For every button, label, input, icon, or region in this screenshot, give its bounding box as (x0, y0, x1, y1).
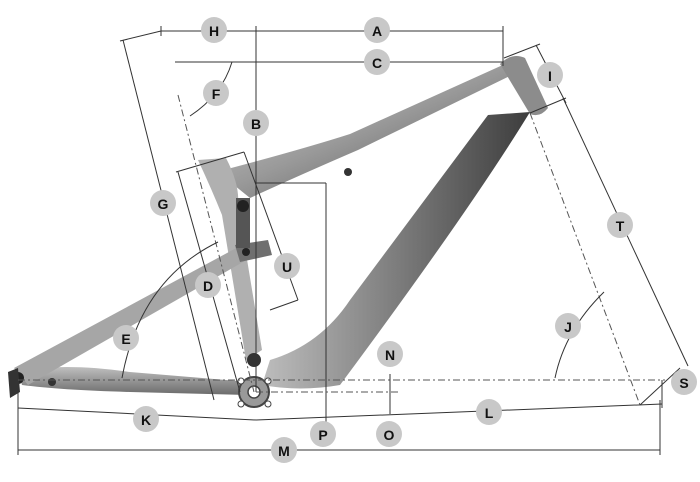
top-tube (203, 64, 514, 198)
chain-stay (18, 367, 250, 395)
badge-d: D (195, 272, 221, 298)
label-i: I (548, 68, 552, 84)
badge-u: U (274, 253, 300, 279)
label-p: P (318, 427, 327, 443)
label-t: T (616, 218, 625, 234)
badge-n: N (377, 341, 403, 367)
label-g: G (158, 196, 169, 212)
label-k: K (141, 412, 151, 428)
label-d: D (203, 278, 213, 294)
main-pivot (247, 353, 261, 367)
badge-b: B (243, 110, 269, 136)
label-o: O (384, 427, 395, 443)
label-a: A (372, 23, 382, 39)
badge-g: G (150, 190, 176, 216)
head-tube (500, 56, 548, 116)
label-j: J (564, 319, 572, 335)
badge-e: E (113, 325, 139, 351)
badge-t: T (607, 212, 633, 238)
badge-m: M (271, 437, 297, 463)
label-m: M (278, 443, 290, 459)
label-s: S (679, 375, 688, 391)
label-f: F (212, 86, 221, 102)
badge-k: K (133, 406, 159, 432)
label-u: U (282, 259, 292, 275)
badge-f: F (203, 80, 229, 106)
shock-pivot (237, 200, 249, 212)
label-e: E (121, 331, 130, 347)
badge-h: H (201, 17, 227, 43)
link-pivot (242, 248, 250, 256)
badge-c: C (364, 49, 390, 75)
bike-frame (8, 56, 548, 408)
badge-o: O (376, 421, 402, 447)
label-h: H (209, 23, 219, 39)
label-b: B (251, 116, 261, 132)
badge-p: P (310, 421, 336, 447)
label-n: N (385, 347, 395, 363)
down-tube (262, 112, 530, 389)
badge-a: A (364, 17, 390, 43)
label-c: C (372, 55, 382, 71)
chainstay-pivot (48, 378, 56, 386)
badge-s: S (671, 369, 697, 395)
rear-dropout (8, 368, 20, 398)
badge-j: J (555, 313, 581, 339)
badge-i: I (537, 62, 563, 88)
toptube-boss (344, 168, 352, 176)
label-l: L (485, 405, 494, 421)
seat-stay (14, 246, 250, 385)
badge-l: L (476, 399, 502, 425)
